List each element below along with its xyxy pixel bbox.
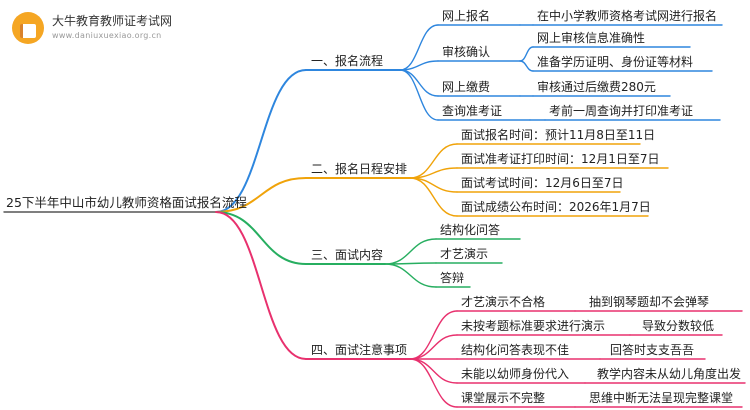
connector-b2-item3 bbox=[409, 177, 458, 217]
branch-precautions: 四、面试注意事项 bbox=[311, 343, 408, 357]
item-registration-time: 面试报名时间：预计11月8日至11日 bbox=[461, 128, 656, 142]
detail-payment: 审核通过后缴费280元 bbox=[537, 80, 656, 94]
connector-b1-item3 bbox=[399, 69, 439, 121]
item-online-payment: 网上缴费 bbox=[442, 80, 491, 94]
detail-online-registration: 在中小学教师资格考试网进行报名 bbox=[537, 9, 718, 23]
logo-title: 大牛教育教师证考试网 bbox=[52, 14, 173, 28]
connector-b3-item0 bbox=[384, 238, 437, 265]
detail-review-online: 网上审核信息准确性 bbox=[537, 31, 646, 45]
connector-b4-item0 bbox=[409, 310, 458, 360]
detail-structured-poor: 回答时支支吾吾 bbox=[610, 343, 695, 357]
connector-b3-item2 bbox=[384, 263, 437, 288]
item-structured-poor: 结构化问答表现不佳 bbox=[461, 343, 570, 357]
connector-b2-item2 bbox=[409, 177, 458, 193]
item-talent-failed: 才艺演示不合格 bbox=[461, 295, 546, 309]
item-not-to-standard: 未按考题标准要求进行演示 bbox=[461, 319, 606, 333]
item-score-release-time: 面试成绩公布时间：2026年1月7日 bbox=[461, 200, 651, 214]
detail-role-fail: 教学内容未从幼儿角度出发 bbox=[597, 367, 742, 381]
connector-root-b2 bbox=[215, 177, 307, 213]
connector-b1-item2 bbox=[399, 69, 439, 97]
item-review-confirm: 审核确认 bbox=[442, 45, 491, 59]
connector-b4-item3 bbox=[409, 358, 458, 384]
item-exam-time: 面试考试时间：12月6日至7日 bbox=[461, 176, 624, 190]
detail-prepare-materials: 准备学历证明、身份证等材料 bbox=[537, 55, 694, 69]
logo-subtitle: www.daniuxuexiao.org.cn bbox=[52, 31, 162, 40]
item-admission-ticket: 查询准考证 bbox=[442, 104, 503, 118]
site-logo[interactable]: 大牛教育教师证考试网 www.daniuxuexiao.org.cn bbox=[12, 8, 272, 48]
connector-b4-item1 bbox=[409, 334, 458, 360]
connector-b1-d1b bbox=[519, 60, 534, 72]
item-online-registration: 网上报名 bbox=[442, 9, 491, 23]
item-incomplete-class: 课堂展示不完整 bbox=[461, 391, 546, 405]
branch-schedule: 二、报名日程安排 bbox=[311, 162, 408, 176]
detail-talent-failed: 抽到钢琴题却不会弹琴 bbox=[589, 295, 710, 309]
root-node: 25下半年中山市幼儿教师资格面试报名流程 bbox=[6, 195, 247, 210]
connector-root-b3 bbox=[215, 211, 307, 265]
item-role-fail: 未能以幼师身份代入 bbox=[461, 367, 570, 381]
connector-root-b1 bbox=[215, 69, 307, 213]
connector-b1-d1a bbox=[519, 46, 534, 62]
item-defense: 答辩 bbox=[440, 271, 465, 285]
item-structured-qa: 结构化问答 bbox=[440, 223, 501, 237]
book-logo-icon bbox=[12, 12, 44, 44]
connector-b4-item4 bbox=[409, 358, 458, 408]
item-ticket-print-time: 面试准考证打印时间：12月1日至7日 bbox=[461, 152, 660, 166]
item-talent-show: 才艺演示 bbox=[440, 247, 489, 261]
branch-registration-process: 一、报名流程 bbox=[311, 54, 384, 68]
connector-b1-item1 bbox=[399, 60, 439, 71]
connector-b1-item0 bbox=[399, 24, 439, 71]
connector-root-b4 bbox=[215, 211, 307, 360]
detail-not-to-standard: 导致分数较低 bbox=[642, 319, 715, 333]
detail-admission-ticket: 考前一周查询并打印准考证 bbox=[549, 104, 694, 118]
detail-incomplete-class: 思维中断无法呈现完整课堂 bbox=[589, 391, 734, 405]
branch-interview-content: 三、面试内容 bbox=[311, 248, 384, 262]
